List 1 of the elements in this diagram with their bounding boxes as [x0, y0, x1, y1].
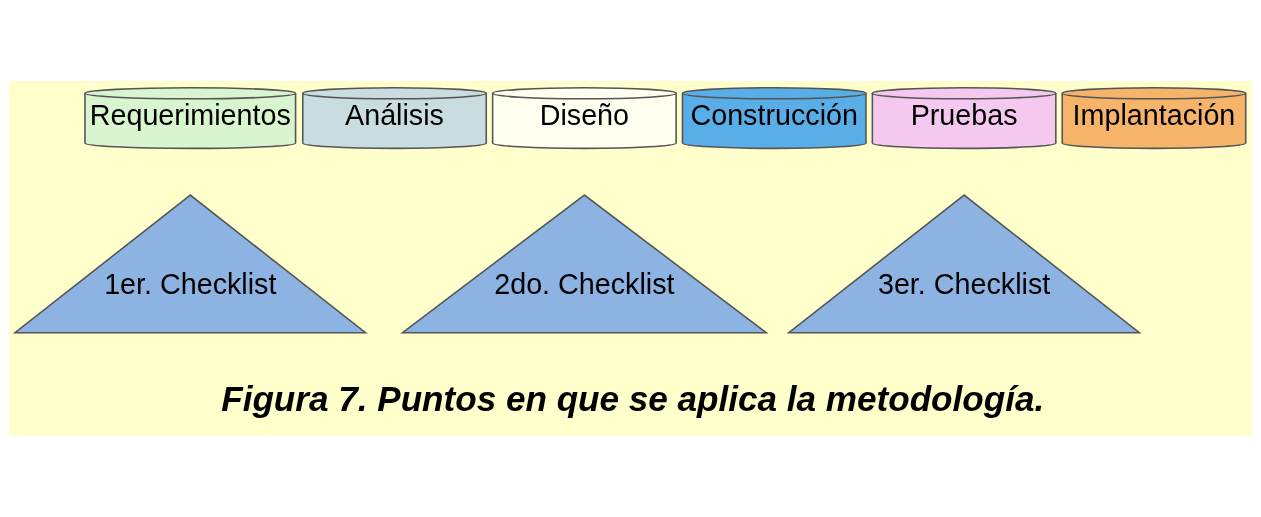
caption: Figura 7. Puntos en que se aplica la metodología.: [221, 379, 1045, 419]
